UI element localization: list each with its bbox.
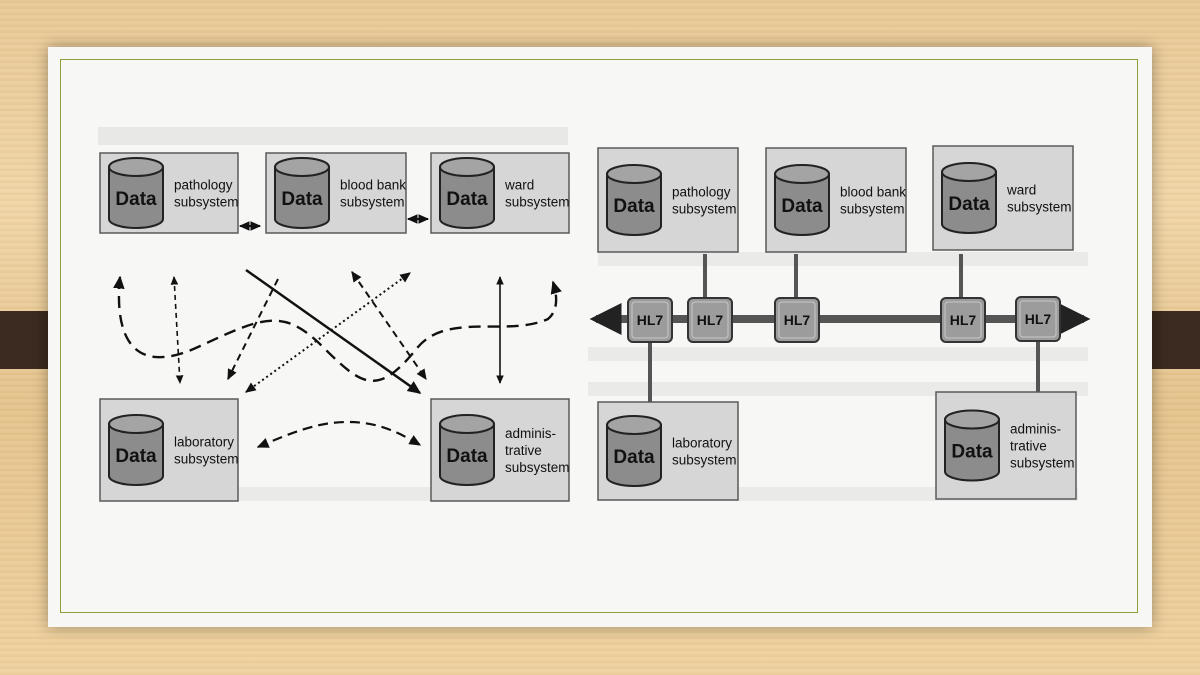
subsystem-label-line: subsystem	[174, 195, 239, 210]
subsystem-label-line: blood bank	[340, 178, 406, 193]
subsystem-label-line: adminis-	[505, 426, 556, 441]
database-cylinder-icon	[439, 157, 495, 229]
hl7-node: HL7	[627, 297, 673, 343]
subsystem-label-line: subsystem	[505, 460, 570, 475]
hl7-label: HL7	[1025, 311, 1052, 327]
subsystem-label-line: trative	[505, 443, 542, 458]
database-cylinder-icon	[944, 409, 1000, 482]
subsystem-label-line: subsystem	[340, 195, 405, 210]
database-label: Data	[281, 189, 323, 210]
database-label: Data	[613, 196, 655, 217]
subsystem-label-line: subsystem	[174, 452, 239, 467]
hl7-node: HL7	[774, 297, 820, 343]
database-cylinder-icon	[606, 164, 662, 236]
database-label: Data	[613, 447, 655, 468]
connector-wave-pathology-ward	[113, 275, 562, 382]
database-cylinder-icon	[941, 162, 997, 234]
subsystem-label-line: subsystem	[1010, 456, 1075, 471]
subsystem-label-line: ward	[1006, 183, 1036, 198]
left-subsystem-ward: Data ward subsystem	[430, 152, 570, 234]
subsystem-label-line: subsystem	[672, 453, 737, 468]
database-cylinder-icon	[108, 414, 164, 486]
hl7-node: HL7	[1015, 296, 1061, 342]
database-label: Data	[781, 196, 823, 217]
left-connections	[113, 214, 562, 449]
database-label: Data	[115, 189, 157, 210]
subsystem-label-line: pathology	[672, 185, 731, 200]
left-subsystem-bloodbank: Data blood bank subsystem	[265, 152, 407, 234]
database-label: Data	[446, 446, 488, 467]
connector-laboratory-ward-dotted	[245, 272, 411, 393]
hl7-label: HL7	[637, 312, 664, 328]
subsystem-label-line: subsystem	[840, 202, 905, 217]
subsystem-label-line: laboratory	[174, 435, 234, 450]
database-label: Data	[446, 189, 488, 210]
slide-inner-border	[60, 59, 1138, 613]
subsystem-label-line: ward	[504, 178, 534, 193]
subsystem-label-line: adminis-	[1010, 422, 1061, 437]
hl7-label: HL7	[784, 312, 811, 328]
connector-bloodbank-laboratory-dashed	[227, 278, 279, 381]
connector-wave-laboratory-admin	[256, 420, 422, 449]
database-label: Data	[951, 442, 993, 463]
hl7-label: HL7	[697, 312, 724, 328]
hl7-network	[589, 254, 1091, 409]
left-subsystem-pathology: Data pathology subsystem	[99, 152, 239, 234]
subsystem-label-line: subsystem	[505, 195, 570, 210]
subsystem-label-line: trative	[1010, 439, 1047, 454]
database-cylinder-icon	[439, 414, 495, 486]
database-cylinder-icon	[606, 415, 662, 487]
subsystem-label-line: blood bank	[840, 185, 906, 200]
subsystem-label-line: subsystem	[672, 202, 737, 217]
hl7-label: HL7	[950, 312, 977, 328]
database-cylinder-icon	[774, 164, 830, 236]
right-subsystem-laboratory: Data laboratory subsystem	[597, 401, 739, 501]
hl7-node: HL7	[940, 297, 986, 343]
left-subsystem-administrative: Data adminis-trative subsystem	[430, 398, 570, 502]
subsystem-label-line: subsystem	[1007, 200, 1072, 215]
hl7-nodes: HL7 HL7 HL7 HL7 HL7	[627, 296, 1061, 343]
subsystem-label-line: pathology	[174, 178, 233, 193]
database-label: Data	[948, 194, 990, 215]
right-subsystem-bloodbank: Data blood bank subsystem	[765, 147, 907, 253]
right-subsystem-ward: Data ward subsystem	[932, 145, 1074, 251]
left-subsystem-laboratory: Data laboratory subsystem	[99, 398, 239, 502]
database-cylinder-icon	[108, 157, 164, 229]
database-cylinder-icon	[274, 157, 330, 229]
right-subsystem-pathology: Data pathology subsystem	[597, 147, 739, 253]
subsystem-label-line: laboratory	[672, 436, 732, 451]
database-label: Data	[115, 446, 157, 467]
right-subsystem-administrative: Data adminis-trative subsystem	[935, 391, 1077, 500]
hl7-node: HL7	[687, 297, 733, 343]
connector-bloodbank-admin-dashed	[351, 271, 427, 380]
